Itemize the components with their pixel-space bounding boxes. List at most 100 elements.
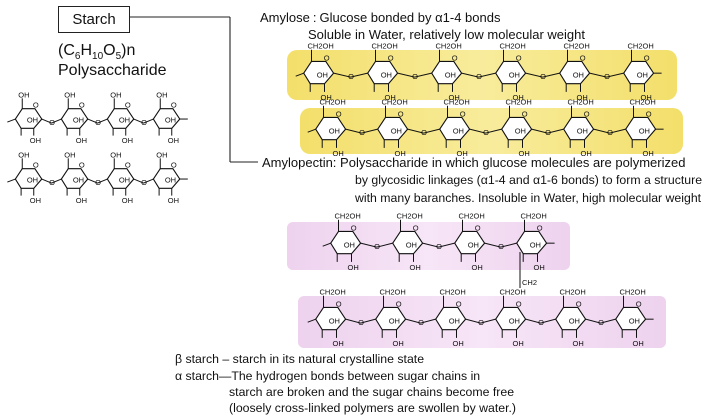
bridge-oxygen-label: O bbox=[545, 128, 551, 137]
ring-oxygen-label: O bbox=[646, 109, 652, 118]
oh-label: OH bbox=[530, 240, 541, 249]
ch2oh-label: CH2OH bbox=[568, 98, 594, 107]
alpha-starch-row: α starch—The hydrogen bonds between suga… bbox=[175, 369, 481, 383]
ch2oh-label: CH2OH bbox=[440, 288, 466, 297]
ring-oxygen-label: O bbox=[522, 109, 528, 118]
ring-oxygen-label: O bbox=[516, 53, 522, 62]
amylose-heading: Amylose:Glucose bonded by α1-4 bonds bbox=[260, 10, 501, 25]
ring-oxygen-label: O bbox=[580, 53, 586, 62]
bridge-oxygen-label: O bbox=[540, 72, 546, 81]
oh-label: OH bbox=[573, 339, 584, 348]
ring-oxygen-label: O bbox=[336, 109, 342, 118]
ch2oh-label: OH bbox=[110, 90, 121, 99]
oh-label: OH bbox=[344, 240, 355, 249]
oh-label: OH bbox=[348, 263, 359, 272]
oh-label: OH bbox=[381, 70, 392, 79]
oh-label: OH bbox=[569, 316, 580, 325]
glycosidic-bond bbox=[589, 72, 624, 78]
oh-label: OH bbox=[165, 176, 176, 185]
amylopectin-line3: with many baranches. Insoluble in Water,… bbox=[355, 191, 702, 205]
amylose-line1: Glucose bonded by α1-4 bonds bbox=[319, 10, 501, 25]
oh-label: OH bbox=[445, 70, 456, 79]
beta-starch-text: starch in its natural crystalline state bbox=[232, 352, 425, 366]
ring-oxygen-label: O bbox=[396, 299, 402, 308]
ch2oh-label: CH2OH bbox=[459, 212, 485, 221]
ch2oh-label: CH2OH bbox=[500, 288, 526, 297]
oh-label: OH bbox=[472, 263, 483, 272]
starch-title-box: Starch bbox=[58, 6, 130, 33]
glycosidic-bond bbox=[397, 72, 432, 78]
ring-oxygen-label: O bbox=[516, 299, 522, 308]
amylose-line2: Soluble in Water, relatively low molecul… bbox=[308, 27, 585, 42]
oh-label: OH bbox=[317, 70, 328, 79]
ring-oxygen-label: O bbox=[171, 161, 177, 170]
chain-end-bond bbox=[295, 72, 304, 77]
bridge-oxygen-label: O bbox=[348, 72, 354, 81]
ring-oxygen-label: O bbox=[460, 109, 466, 118]
glycosidic-bond bbox=[133, 178, 154, 184]
oh-label: OH bbox=[509, 316, 520, 325]
ch2oh-label: CH2OH bbox=[335, 212, 361, 221]
oh-label: OH bbox=[577, 93, 588, 102]
ch2oh-label: CH2OH bbox=[564, 42, 590, 51]
oh-label: OH bbox=[389, 316, 400, 325]
amylose-band-2 bbox=[300, 108, 683, 154]
glycosidic-bond bbox=[585, 318, 616, 324]
ring-oxygen-label: O bbox=[351, 223, 357, 232]
oh-label: OH bbox=[633, 339, 644, 348]
chain-end-bond bbox=[307, 318, 316, 323]
connector-lines bbox=[129, 16, 258, 163]
oh-label: OH bbox=[333, 339, 344, 348]
oh-label: OH bbox=[509, 70, 520, 79]
ring-oxygen-label: O bbox=[475, 223, 481, 232]
polysaccharide-label: Polysaccharide bbox=[58, 62, 167, 79]
oh-label: OH bbox=[534, 263, 545, 272]
chain-end-bond bbox=[7, 178, 16, 183]
glycosidic-bond bbox=[345, 128, 378, 134]
oh-label: OH bbox=[168, 136, 179, 145]
bridge-oxygen-label: O bbox=[483, 128, 489, 137]
chain-end-bond bbox=[322, 242, 331, 247]
starch-formula: (C6H10O5)n bbox=[58, 42, 136, 63]
ch2oh-label: CH2OH bbox=[382, 98, 408, 107]
oh-label: OH bbox=[122, 136, 133, 145]
oh-label: OH bbox=[513, 93, 524, 102]
ring-oxygen-label: O bbox=[79, 161, 85, 170]
ch2oh-label: OH bbox=[156, 90, 167, 99]
glycosidic-bond bbox=[469, 128, 502, 134]
glycosidic-bond bbox=[484, 242, 517, 248]
oh-label: OH bbox=[76, 196, 87, 205]
oh-label: OH bbox=[119, 116, 130, 125]
amylopectin-label: Amylopectin: bbox=[262, 155, 337, 170]
oh-label: OH bbox=[406, 240, 417, 249]
bridge-oxygen-label: O bbox=[359, 128, 365, 137]
ring-oxygen-label: O bbox=[33, 101, 39, 110]
ch2oh-label: OH bbox=[18, 90, 29, 99]
amylose-band-1 bbox=[287, 50, 677, 100]
bridge-oxygen-label: O bbox=[141, 178, 147, 187]
oh-label: OH bbox=[453, 126, 464, 135]
ring-oxygen-label: O bbox=[636, 299, 642, 308]
oh-label: OH bbox=[27, 116, 38, 125]
ch2oh-label: CH2OH bbox=[320, 288, 346, 297]
oh-label: OH bbox=[333, 149, 344, 158]
oh-label: OH bbox=[119, 176, 130, 185]
bridge-oxygen-label: O bbox=[418, 318, 424, 327]
oh-label: OH bbox=[73, 116, 84, 125]
chain-end-bond bbox=[7, 118, 16, 123]
glycosidic-bond bbox=[525, 318, 556, 324]
structure-diagram: OOHOHOHOOHOHOHOOOHOHOHOOOHOHOHOOOHOHOHOO… bbox=[7, 16, 683, 348]
oh-label: OH bbox=[513, 339, 524, 348]
oh-label: OH bbox=[395, 149, 406, 158]
ring-oxygen-label: O bbox=[79, 101, 85, 110]
bridge-oxygen-label: O bbox=[538, 318, 544, 327]
glycosidic-bond bbox=[133, 118, 154, 124]
bridge-oxygen-label: O bbox=[374, 242, 380, 251]
oh-label: OH bbox=[76, 136, 87, 145]
oh-label: OH bbox=[168, 196, 179, 205]
oh-label: OH bbox=[30, 196, 41, 205]
ch2oh-label: CH2OH bbox=[560, 288, 586, 297]
beta-starch-term: β starch bbox=[175, 352, 219, 366]
ch2oh-label: CH2OH bbox=[372, 42, 398, 51]
ring-oxygen-label: O bbox=[456, 299, 462, 308]
